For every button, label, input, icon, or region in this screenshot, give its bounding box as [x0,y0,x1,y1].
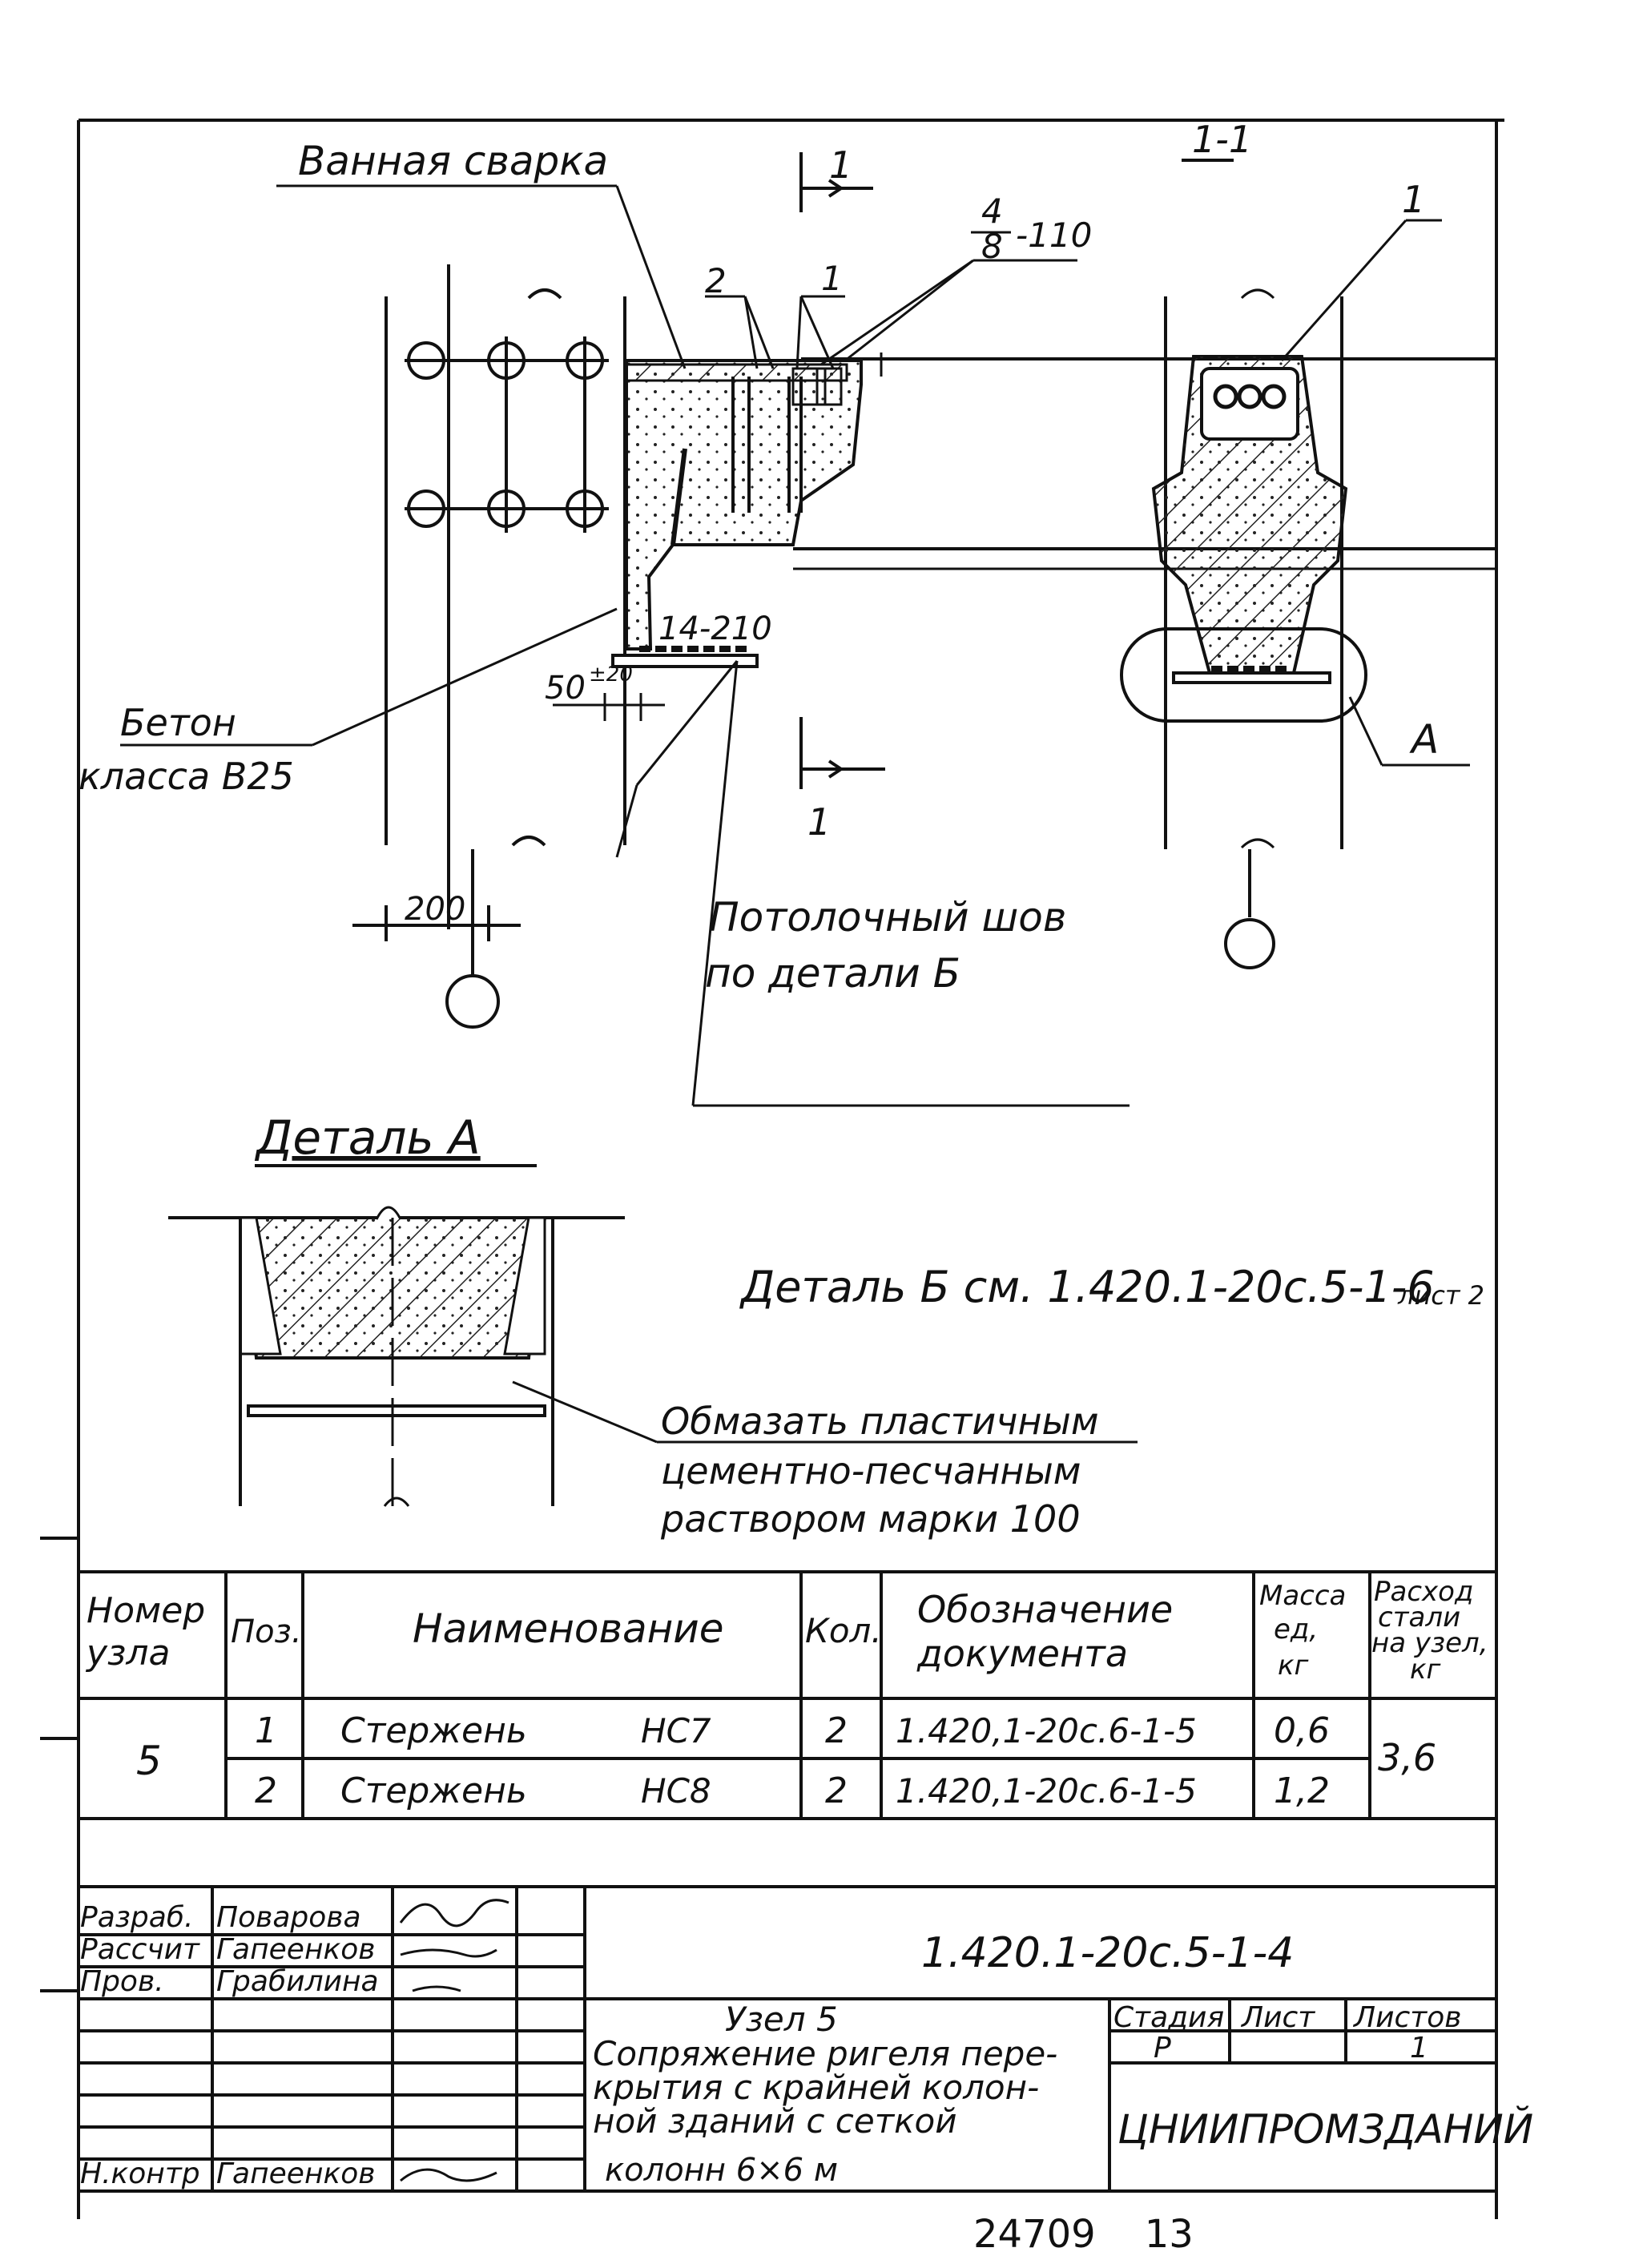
header-steel-4: кг [1410,1654,1442,1686]
row-qty: 2 [825,1770,848,1811]
row-name: Стержень [340,1770,527,1811]
label-50-tolerance: ±20 [589,663,633,687]
detail-a-callout: А [1409,716,1439,763]
title-line-4: ной зданий с сеткой [593,2101,957,2141]
signature-3 [412,1985,461,1992]
stage-value: Р [1154,2032,1171,2065]
drawing-labels: Ванная сварка 1 1-1 1 2 1 4 8 -110 14-21… [79,118,1484,1541]
name-developer: Поварова [216,1901,361,1934]
section-1-1 [1120,159,1470,969]
role-calculated: Рассчит [80,1933,200,1966]
sheets-header: Листов [1352,2001,1461,2034]
sheet-header: Лист [1240,2001,1315,2034]
ref-2-label: 2 [705,261,727,300]
signature-2 [400,1948,497,1958]
header-node-2: узла [85,1633,171,1674]
row-mark: НС7 [641,1711,711,1750]
bath-weld-label: Ванная сварка [298,138,608,184]
column-elevation [352,264,626,1029]
mortar-note-3: раствором марки 100 [660,1497,1081,1541]
row-doc: 1.420,1-20с.6-1-5 [896,1711,1197,1750]
concrete-label-2: класса В25 [79,755,294,798]
role-norm-control: Н.контр [80,2157,200,2190]
title-block-grid [79,1887,1496,2193]
rebar-frac-top: 4 [981,191,1003,231]
header-mass-2: ед, [1274,1613,1318,1646]
header-mass-1: Масса [1259,1580,1346,1612]
header-steel-1: Расход [1374,1576,1473,1608]
header-node-1: Номер [87,1590,205,1631]
title-line-2: Сопряжение ригеля пере- [593,2034,1057,2073]
concrete-label-1: Бетон [120,701,236,744]
spec-table-grid [79,1570,1496,1888]
section-1-label-bottom: 1 [807,800,831,844]
row-name: Стержень [340,1710,527,1751]
document-code: 1.420.1-20с.5-1-4 [921,1929,1294,1977]
steel-total-cell: 3,6 [1378,1736,1436,1779]
dim-200-label: 200 [405,891,465,928]
header-doc-1: Обозначение [917,1588,1173,1631]
header-pos: Поз. [231,1613,302,1650]
ceiling-seam-label-2: по детали Б [705,950,960,997]
row-mass: 0,6 [1274,1710,1330,1751]
detail-a-title: Деталь А [254,1110,481,1165]
row-mark: НС8 [641,1771,711,1811]
role-developer: Разраб. [80,1901,193,1934]
detail-a-drawing [168,1164,1138,1507]
header-steel-3: на узел, [1371,1627,1488,1659]
signature-4 [400,2168,497,2182]
header-name: Наименование [413,1605,724,1652]
organization: ЦНИИПРОМЗДАНИЙ [1117,2105,1533,2153]
spec-table-body: 5 3,6 1 Стержень НС7 2 1.420,1-20с.6-1-5… [136,1710,1436,1811]
signature-1 [399,1899,509,1928]
ref-1-label: 1 [821,259,843,298]
title-block-info: 1.420.1-20с.5-1-4 Узел 5 Сопряжение риге… [593,1929,1533,2257]
rebar-frac-suffix: -110 [1016,216,1092,255]
name-checked: Грабилина [216,1965,379,1998]
header-mass-3: кг [1278,1650,1310,1682]
section-1-1-label: 1-1 [1192,118,1252,161]
table-row: 1 Стержень НС7 2 1.420,1-20с.6-1-5 0,6 [255,1710,1330,1751]
header-steel-2: стали [1378,1601,1460,1634]
title-line-5: колонн 6×6 м [605,2152,838,2189]
section-1-label-top: 1 [829,143,852,187]
row-mass: 1,2 [1274,1770,1330,1811]
section-ref-1: 1 [1402,178,1425,221]
archive-number: 24709 13 [973,2212,1194,2257]
header-doc-2: документа [916,1632,1128,1675]
row-qty: 2 [825,1710,848,1751]
spec-table-header: Номер узла Поз. Наименование Кол. Обозна… [85,1576,1488,1686]
row-doc: 1.420,1-20с.6-1-5 [896,1771,1197,1811]
row-pos: 1 [255,1710,277,1751]
sheets-value: 1 [1410,2032,1428,2065]
role-checked: Пров. [80,1965,164,1998]
ceiling-seam-label-1: Потолочный шов [709,894,1066,941]
sheet-frame [40,119,1504,2219]
table-row: 2 Стержень НС8 2 1.420,1-20с.6-1-5 1,2 [255,1770,1330,1811]
rebar-frac-bottom: 8 [981,227,1003,266]
row-pos: 2 [255,1770,277,1811]
node-number-cell: 5 [136,1738,162,1784]
stage-header: Стадия [1113,2001,1224,2034]
beam-concrete [611,352,1496,668]
label-50: 50 [545,670,586,707]
detail-b-reference: Деталь Б см. 1.420.1-20с.5-1-6 [739,1262,1435,1312]
mortar-note-1: Обмазать пластичным [661,1400,1099,1443]
mortar-note-2: цементно-песчанным [661,1449,1081,1493]
detail-b-sheet: лист 2 [1397,1280,1484,1311]
section-mark-bottom [799,717,885,789]
header-qty: Кол. [805,1611,882,1650]
name-calculated: Гапеенков [216,1933,375,1966]
name-norm-control: Гапеенков [216,2157,375,2190]
title-node: Узел 5 [725,2000,838,2039]
label-14-210: 14-210 [658,610,772,647]
title-line-3: крытия с крайней колон- [593,2068,1039,2107]
section-mark-top [799,152,873,212]
leader-lines [120,184,1130,1107]
title-block-people: Разраб. Рассчит Пров. Н.контр Поварова Г… [80,1899,509,2190]
